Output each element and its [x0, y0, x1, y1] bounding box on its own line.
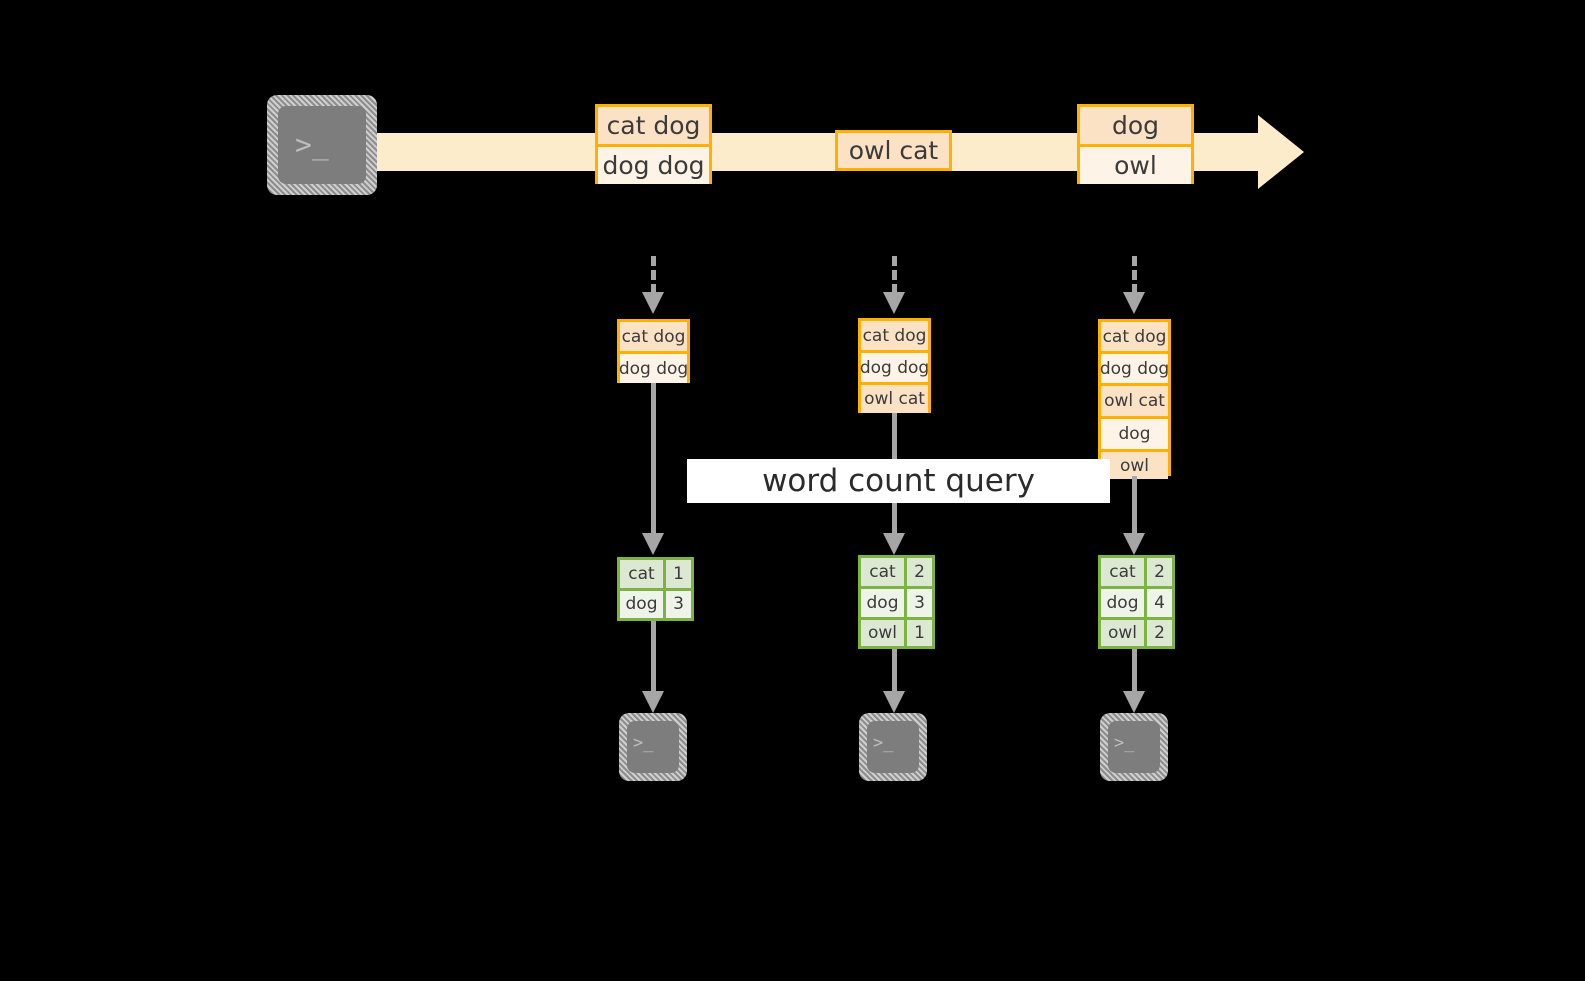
record-line: dog — [1080, 107, 1191, 147]
record-line: dog — [1101, 419, 1168, 452]
dashed-down-arrow-head — [642, 292, 664, 314]
count-cell: 2 — [907, 558, 932, 586]
word-cell: dog — [1101, 588, 1147, 617]
word-cell: owl — [1101, 619, 1147, 646]
down-arrow-head — [1123, 691, 1145, 713]
down-arrow-head — [642, 691, 664, 713]
word-cell: cat — [861, 558, 907, 586]
record-line: dog dog — [598, 147, 709, 184]
dashed-down-arrow-head — [1123, 292, 1145, 314]
word-count-table-2[interactable]: cat 2 dog 3 owl 1 — [858, 555, 935, 649]
record-line: cat dog — [1101, 322, 1168, 354]
terminal-prompt-glyph: >_ — [633, 733, 654, 753]
down-arrow-icon — [1132, 476, 1137, 535]
count-cell: 4 — [1147, 588, 1172, 617]
down-arrow-icon — [892, 649, 897, 693]
down-arrow-icon — [651, 621, 656, 693]
down-arrow-icon — [1132, 649, 1137, 693]
stream-event-3[interactable]: dog owl — [1077, 104, 1194, 184]
count-cell: 3 — [907, 588, 932, 617]
record-line: owl — [1080, 147, 1191, 184]
stream-event-2[interactable]: owl cat — [835, 130, 952, 171]
dashed-down-arrow-head — [883, 292, 905, 314]
terminal-face — [627, 721, 679, 773]
record-line: cat dog — [861, 321, 928, 353]
snapshot-records-3[interactable]: cat dog dog dog owl cat dog owl — [1098, 319, 1171, 479]
record-line: owl cat — [838, 133, 949, 168]
table-row: owl 2 — [1101, 619, 1172, 646]
dashed-down-arrow-icon — [892, 256, 897, 294]
dashed-down-arrow-icon — [651, 256, 656, 294]
record-line: dog dog — [1100, 354, 1169, 386]
record-line: dog dog — [619, 354, 688, 383]
word-count-table-1[interactable]: cat 1 dog 3 — [617, 557, 694, 621]
query-label: word count query — [762, 463, 1035, 499]
table-row: dog 4 — [1101, 588, 1172, 620]
table-row: cat 2 — [861, 558, 932, 589]
word-cell: dog — [861, 588, 907, 617]
table-row: dog 3 — [861, 588, 932, 620]
count-cell: 2 — [1147, 619, 1172, 646]
sink-terminal-icon-1[interactable]: >_ — [619, 713, 687, 781]
source-terminal-icon[interactable]: >_ — [267, 95, 377, 195]
count-cell: 1 — [907, 619, 932, 646]
count-cell: 1 — [666, 560, 691, 588]
terminal-face — [867, 721, 919, 773]
query-label-band: word count query — [687, 459, 1110, 503]
table-row: owl 1 — [861, 619, 932, 646]
terminal-face — [278, 106, 366, 184]
word-cell: owl — [861, 619, 907, 646]
down-arrow-head — [1123, 533, 1145, 555]
word-cell: dog — [620, 590, 666, 618]
word-cell: cat — [620, 560, 666, 588]
down-arrow-head — [883, 691, 905, 713]
record-line: cat dog — [598, 107, 709, 147]
dashed-down-arrow-icon — [1132, 256, 1137, 294]
snapshot-records-1[interactable]: cat dog dog dog — [617, 319, 690, 383]
right-arrow-icon — [1258, 115, 1304, 189]
record-line: owl cat — [1101, 386, 1168, 419]
table-row: cat 1 — [620, 560, 691, 591]
table-row: dog 3 — [620, 590, 691, 618]
table-row: cat 2 — [1101, 558, 1172, 589]
word-count-table-3[interactable]: cat 2 dog 4 owl 2 — [1098, 555, 1175, 649]
snapshot-records-2[interactable]: cat dog dog dog owl cat — [858, 318, 931, 413]
terminal-prompt-glyph: >_ — [873, 733, 894, 753]
word-cell: cat — [1101, 558, 1147, 586]
record-line: owl cat — [861, 385, 928, 413]
sink-terminal-icon-3[interactable]: >_ — [1100, 713, 1168, 781]
record-line: dog dog — [860, 353, 929, 385]
down-arrow-icon — [651, 383, 656, 535]
down-arrow-head — [642, 533, 664, 555]
stream-event-1[interactable]: cat dog dog dog — [595, 104, 712, 184]
count-cell: 2 — [1147, 558, 1172, 586]
count-cell: 3 — [666, 590, 691, 618]
terminal-prompt-glyph: >_ — [1114, 733, 1135, 753]
record-line: cat dog — [620, 322, 687, 354]
sink-terminal-icon-2[interactable]: >_ — [859, 713, 927, 781]
down-arrow-head — [883, 533, 905, 555]
terminal-prompt-glyph: >_ — [295, 128, 329, 161]
record-line: owl — [1101, 452, 1168, 479]
terminal-face — [1108, 721, 1160, 773]
